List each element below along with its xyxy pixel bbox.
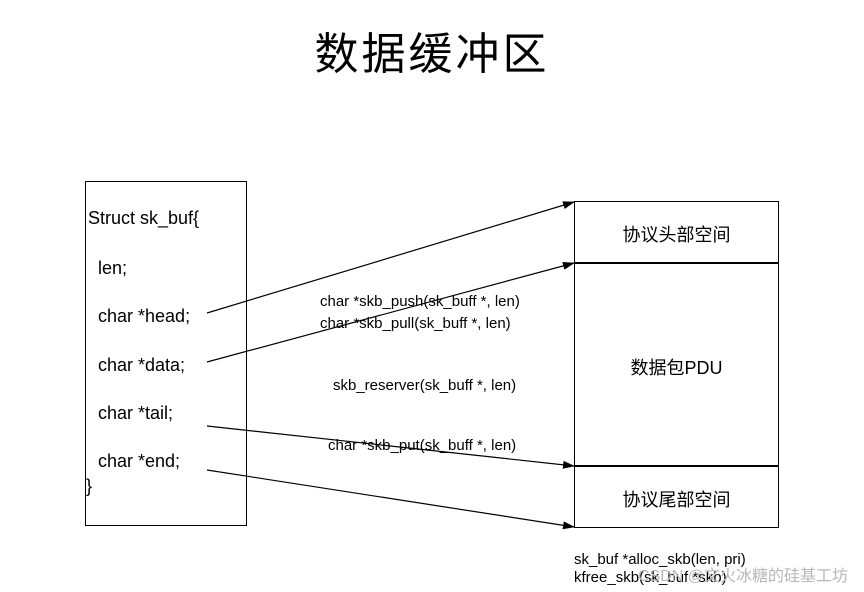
struct-footer: } bbox=[86, 476, 93, 496]
head-pointer-arrow bbox=[206, 201, 575, 314]
struct-header: Struct sk_buf{ bbox=[88, 208, 200, 228]
tail-pointer-arrow bbox=[206, 425, 575, 469]
field-end: char *end; bbox=[98, 451, 181, 471]
kfree-skb-label: kfree_skb(sk_buf *skb) bbox=[574, 569, 727, 586]
tail-space-block: 协议尾部空间 bbox=[574, 466, 779, 528]
field-len: len; bbox=[98, 258, 128, 278]
field-tail: char *tail; bbox=[98, 403, 174, 423]
field-data: char *data; bbox=[98, 355, 186, 375]
skb-pull-label: char *skb_pull(sk_buff *, len) bbox=[320, 315, 511, 332]
skb-put-label: char *skb_put(sk_buff *, len) bbox=[328, 437, 517, 454]
csdn-watermark: CSDN @文火冰糖的硅基工坊 bbox=[637, 568, 848, 585]
field-head: char *head; bbox=[98, 306, 191, 326]
alloc-skb-label: sk_buf *alloc_skb(len, pri) bbox=[574, 551, 746, 568]
header-space-label: 协议头部空间 bbox=[622, 225, 731, 245]
tail-space-label: 协议尾部空间 bbox=[622, 490, 731, 510]
payload-label: 数据包PDU bbox=[630, 358, 723, 378]
sk-buf-struct-box bbox=[85, 181, 247, 526]
end-pointer-arrow bbox=[206, 469, 575, 530]
diagram-title: 数据缓冲区 bbox=[314, 29, 550, 80]
data-pointer-arrow bbox=[206, 262, 575, 363]
skb-push-label: char *skb_push(sk_buff *, len) bbox=[320, 293, 520, 310]
skb-reserve-label: skb_reserver(sk_buff *, len) bbox=[333, 377, 517, 394]
